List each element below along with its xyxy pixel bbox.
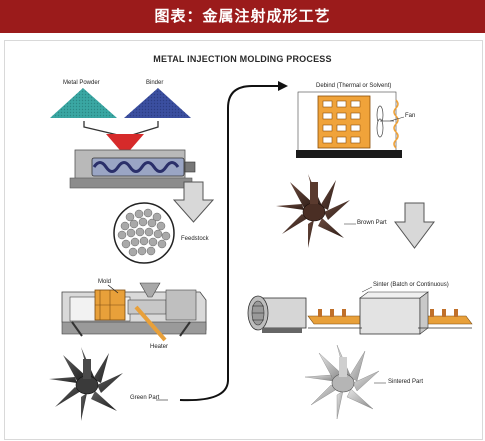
- process-flow-arrow: [179, 85, 278, 402]
- label-heater: Heater: [150, 344, 169, 350]
- batch-sinter-furnace: [247, 295, 307, 333]
- label-mold: Mold: [98, 279, 112, 285]
- injection-molding-machine: [61, 282, 207, 342]
- flow-arrow-head: [278, 81, 288, 91]
- header-title: 图表：金属注射成形工艺: [154, 7, 331, 25]
- debind-oven: [296, 91, 402, 158]
- powder-feed-line: [83, 121, 119, 136]
- label-brown-part: Brown Part: [357, 220, 387, 226]
- mixer-extruder: [69, 149, 196, 189]
- down-arrow-right: [394, 202, 435, 249]
- continuous-sinter-furnace: [307, 291, 473, 335]
- binder-feed-line: [131, 121, 159, 136]
- label-fan: Fan: [405, 113, 416, 119]
- feedstock-pellets: [113, 202, 175, 264]
- binder-pile: [124, 88, 191, 118]
- mold-leader-line: [107, 284, 119, 294]
- label-metal-powder: Metal Powder: [63, 80, 100, 86]
- label-sinter: Sinter (Batch or Continuous): [373, 282, 449, 288]
- metal-powder-pile: [50, 88, 117, 118]
- header-bar: [0, 0, 485, 33]
- green-part: [49, 347, 123, 421]
- mixing-funnel: [106, 134, 144, 156]
- label-feedstock: Feedstock: [181, 236, 209, 242]
- label-debind: Debind (Thermal or Solvent): [316, 83, 392, 89]
- sintered-part: [304, 344, 380, 420]
- label-sintered-part: Sintered Part: [388, 379, 424, 385]
- label-green-part: Green Part: [130, 395, 160, 401]
- down-arrow-left: [172, 181, 215, 223]
- diagram-title: METAL INJECTION MOLDING PROCESS: [153, 54, 332, 64]
- label-binder: Binder: [146, 80, 164, 86]
- brown-part: [276, 174, 350, 248]
